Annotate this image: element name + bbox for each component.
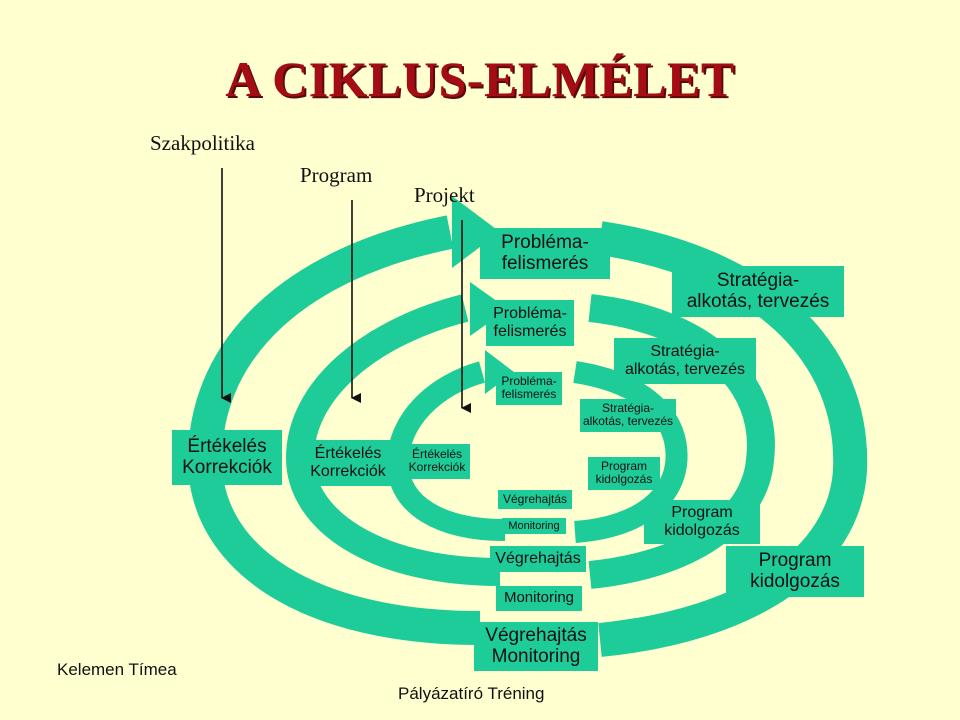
outer-arrow-head	[452, 196, 500, 268]
outer-strategy-label: Stratégia-alkotás, tervezés	[672, 266, 844, 317]
inner-monitoring-label: Monitoring	[502, 518, 566, 535]
middle-spiral-band	[285, 294, 501, 586]
middle-monitoring-label: Monitoring	[496, 586, 582, 611]
inner-implementation-label: Végrehajtás	[498, 490, 572, 510]
middle-implementation-label: Végrehajtás	[490, 546, 586, 572]
outer-problem-label: Probléma-felismerés	[480, 228, 610, 279]
level-project-label: Projekt	[414, 183, 475, 207]
inner-spiral-band-right	[573, 361, 688, 543]
middle-problem-label: Probléma-felismerés	[486, 300, 574, 346]
middle-strategy-label: Stratégia-alkotás, tervezés	[614, 338, 756, 384]
level-program-label: Program	[300, 163, 373, 187]
middle-spiral-band-right	[588, 294, 775, 589]
event-name: Pályázatíró Tréning	[398, 684, 545, 703]
author-name: Kelemen Tímea	[57, 660, 177, 679]
inner-strategy-label: Stratégia-alkotás, tervezés	[580, 399, 676, 432]
page-title: A CIKLUS-ELMÉLET	[225, 51, 735, 107]
level-policy-label: Szakpolitika	[150, 131, 255, 155]
inner-spiral-band	[386, 361, 506, 541]
inner-problem-label: Probléma-felismerés	[496, 372, 562, 405]
